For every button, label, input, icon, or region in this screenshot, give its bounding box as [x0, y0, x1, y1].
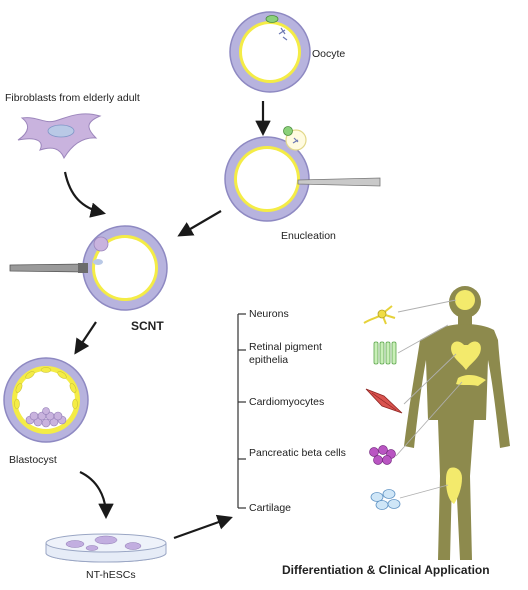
arrow-enucleation-scnt: [177, 210, 222, 237]
arrow-fibroblast-scnt: [63, 171, 106, 218]
scnt-pipette: [9, 263, 86, 273]
pancreatic-beta-icon: [369, 445, 396, 465]
fibroblast-cell: [17, 113, 102, 160]
arrow-blastocyst-dish: [79, 471, 114, 520]
cell-type-cartilage: Cartilage: [249, 502, 292, 514]
cardiomyocyte-icon: [365, 388, 403, 414]
label-fibroblasts: Fibroblasts from elderly adult: [5, 92, 140, 104]
connector-lines: [395, 299, 463, 499]
label-blastocyst: Blastocyst: [9, 454, 57, 466]
retinal-pigment-icon: [373, 341, 397, 365]
oocyte-cell: [229, 11, 311, 93]
label-enucleation: Enucleation: [281, 230, 336, 242]
human-figure: [404, 286, 510, 560]
neuron-icon: [363, 305, 396, 325]
human-organs: [446, 290, 486, 504]
cell-type-retinal: Retinal pigment epithelia: [249, 341, 322, 366]
label-oocyte: Oocyte: [312, 48, 346, 60]
petri-dish: [45, 533, 167, 563]
enucleation-cell: [224, 126, 381, 222]
arrow-dish-differentiation: [173, 514, 233, 540]
cartilage-icon: [370, 489, 401, 510]
cell-type-neurons: Neurons: [249, 308, 289, 320]
label-scnt: SCNT: [131, 319, 164, 333]
blastocyst-cell: [3, 357, 89, 443]
cell-type-cardiomyocytes: Cardiomyocytes: [249, 396, 325, 408]
enucleation-pipette: [297, 177, 381, 187]
diagram-caption: Differentiation & Clinical Application: [282, 563, 490, 577]
scnt-cell: [9, 225, 168, 311]
cell-type-bracket: [237, 313, 246, 509]
cell-type-pancreatic: Pancreatic beta cells: [249, 447, 346, 459]
arrow-scnt-blastocyst: [74, 321, 97, 355]
label-nt-hescs: NT-hESCs: [86, 569, 136, 581]
